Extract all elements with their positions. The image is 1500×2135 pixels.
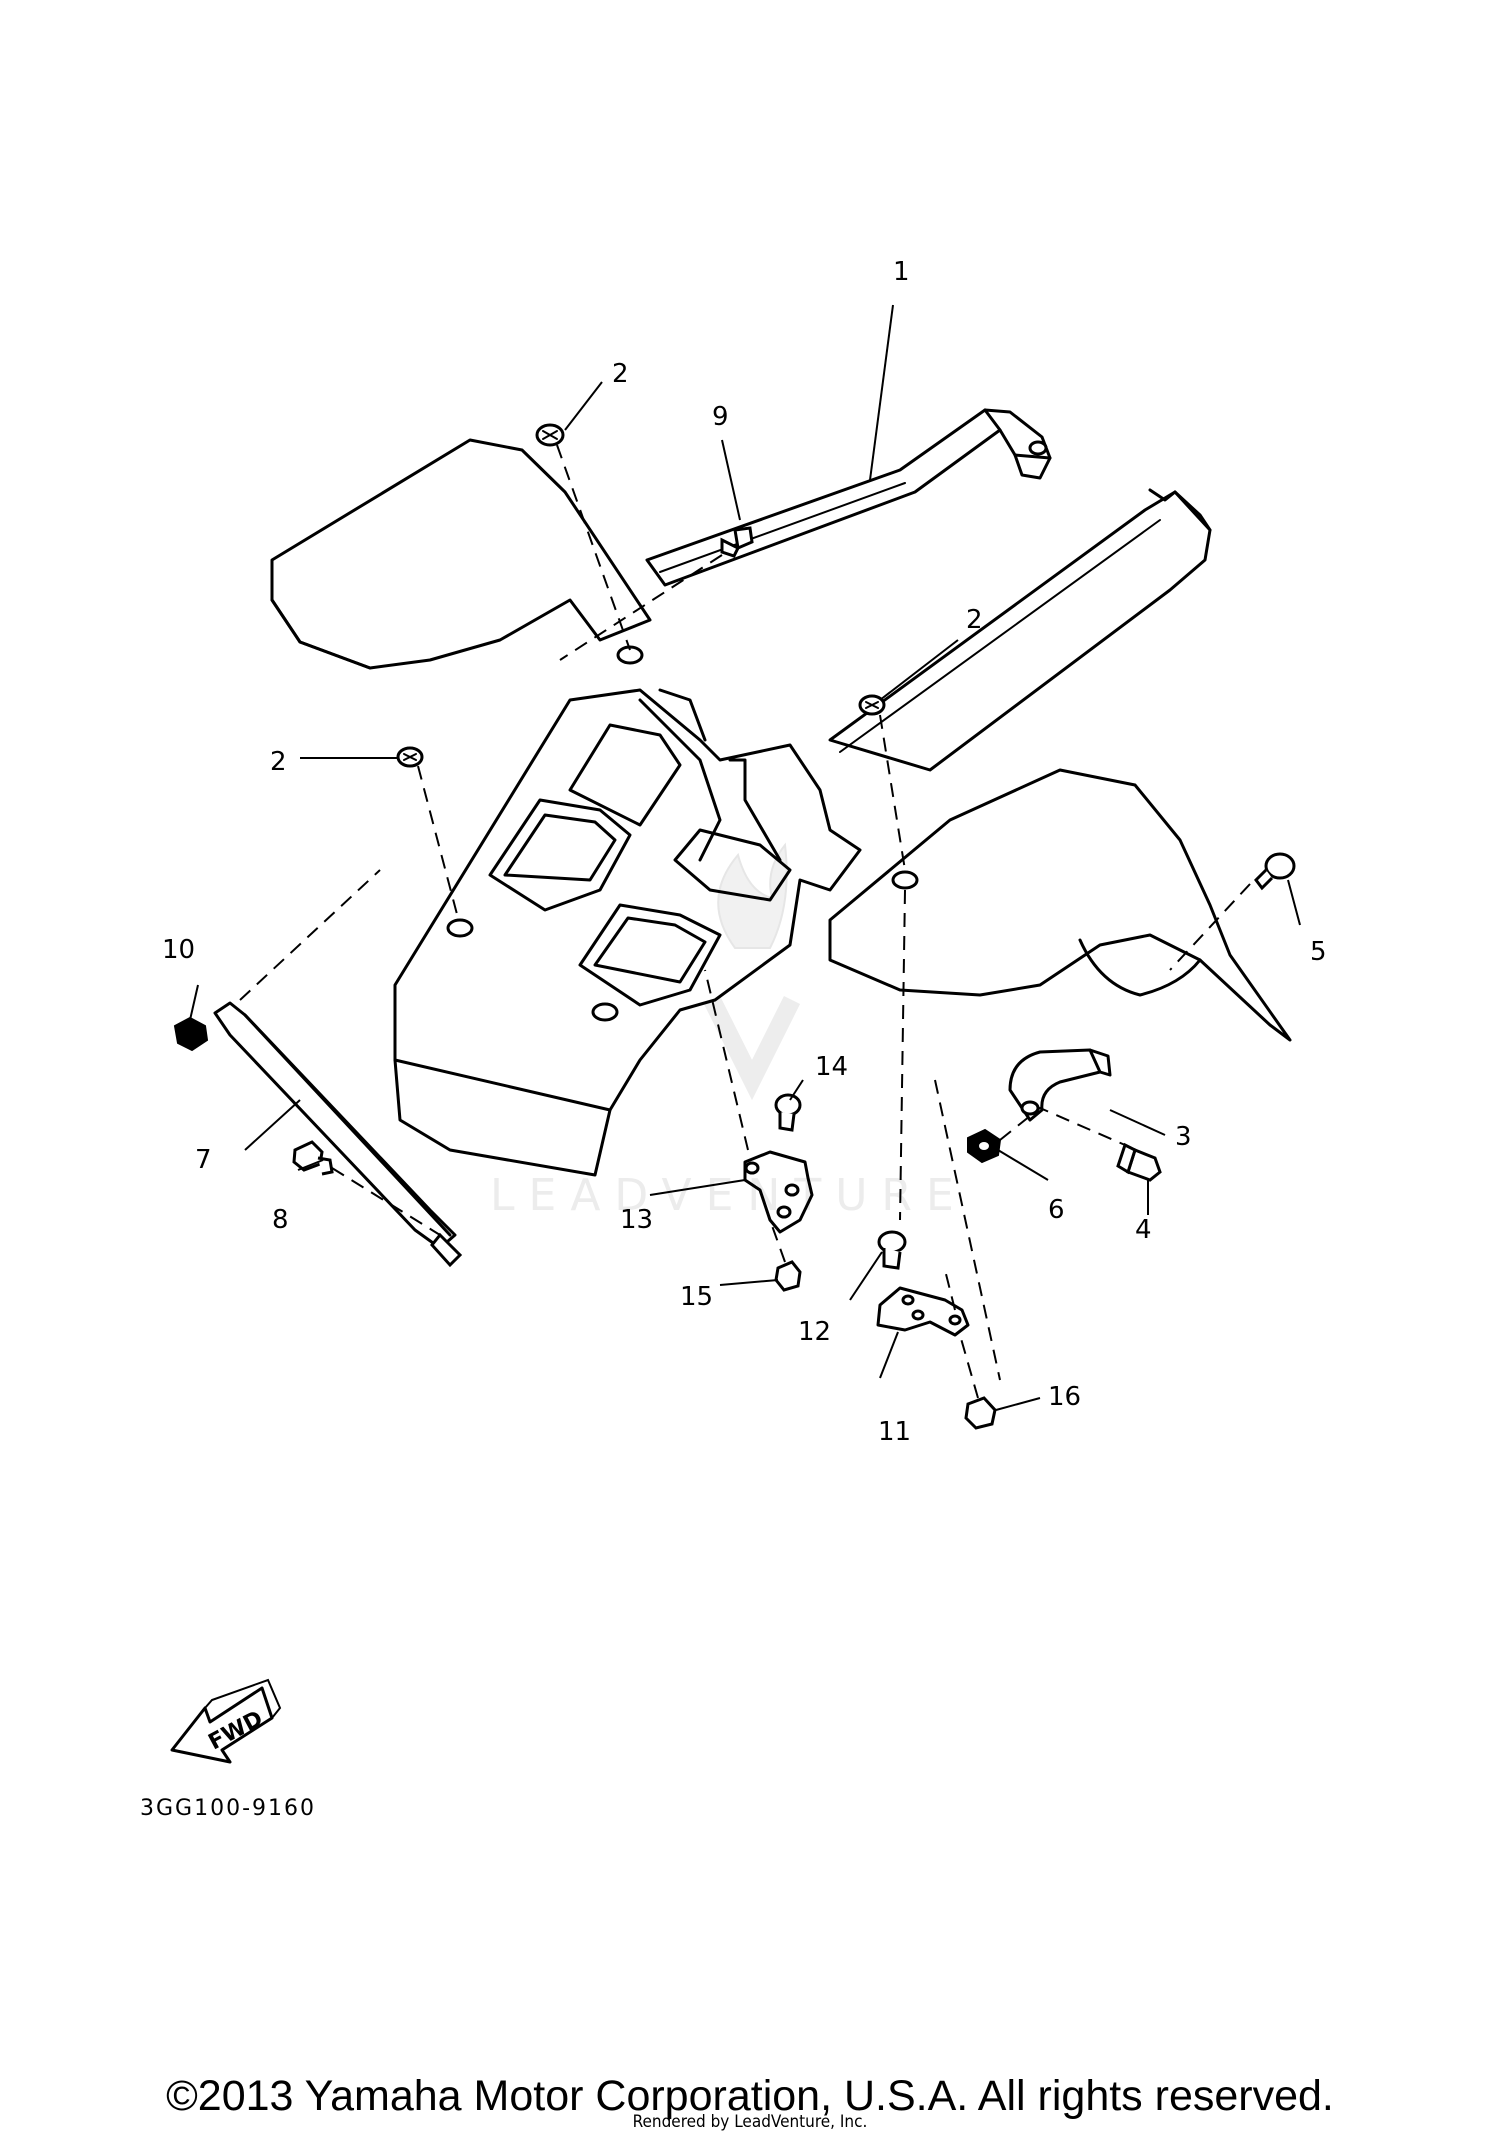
- callout-label-10: 10: [162, 935, 195, 965]
- bracket-part-13: [704, 969, 814, 1234]
- mount-line-center: [899, 889, 906, 1221]
- callout-label-9: 9: [712, 402, 729, 432]
- nut-part-10: [173, 1016, 209, 1052]
- seat-rail-part-1: [645, 408, 1052, 587]
- bracket-part-11: [876, 1269, 970, 1337]
- drawing-code: 3GG100-9160: [140, 1796, 316, 1821]
- rendered-by-note: Rendered by LeadVenture, Inc.: [632, 2112, 868, 2132]
- bolt-part-8: [292, 1140, 441, 1236]
- nut-part-6: [967, 1128, 1002, 1164]
- bracket-part-3: [1008, 1048, 1112, 1122]
- bolt-part-9: [559, 526, 754, 661]
- screw-part-2-top: [535, 423, 631, 651]
- callout-label-4: 4: [1135, 1215, 1152, 1245]
- bolt-part-12: [877, 1230, 907, 1270]
- leadventure-watermark: LEADVENTURE: [490, 842, 968, 1221]
- screw-part-2-left: [396, 746, 459, 919]
- callout-label-11: 11: [878, 1417, 911, 1447]
- callout-label-1: 1: [893, 257, 910, 287]
- callout-label-2-right: 2: [966, 605, 983, 635]
- callout-label-2-top: 2: [612, 359, 629, 389]
- forward-arrow-icon: FWD: [170, 1678, 282, 1764]
- watermark-brand-text: LEADVENTURE: [490, 1170, 968, 1221]
- bolt-part-5: [1169, 852, 1296, 971]
- callout-label-3: 3: [1175, 1122, 1192, 1152]
- callout-label-5: 5: [1310, 937, 1327, 967]
- callout-label-7: 7: [195, 1145, 212, 1175]
- callout-label-8: 8: [272, 1205, 289, 1235]
- callout-label-15: 15: [680, 1282, 713, 1312]
- nut-part-16: [959, 1334, 997, 1430]
- bolt-part-14: [774, 1093, 802, 1132]
- callout-label-6: 6: [1048, 1195, 1065, 1225]
- fwd-label: FWD: [205, 1706, 268, 1755]
- callout-leaders: [189, 304, 1301, 1411]
- callout-label-13: 13: [620, 1205, 653, 1235]
- copyright-notice: ©2013 Yamaha Motor Corporation, U.S.A. A…: [166, 2072, 1334, 2120]
- callout-label-16: 16: [1048, 1382, 1081, 1412]
- stay-part-7: [213, 869, 463, 1268]
- callout-label-12: 12: [798, 1317, 831, 1347]
- callout-label-2-left: 2: [270, 747, 287, 777]
- fastener-line-3-4-6: [999, 1106, 1126, 1146]
- callout-label-14: 14: [815, 1052, 848, 1082]
- rear-fender-body: [270, 438, 1292, 1177]
- bolt-part-4: [1116, 1142, 1162, 1182]
- mount-line-right: [934, 1079, 1001, 1381]
- screw-part-2-right: [858, 694, 906, 871]
